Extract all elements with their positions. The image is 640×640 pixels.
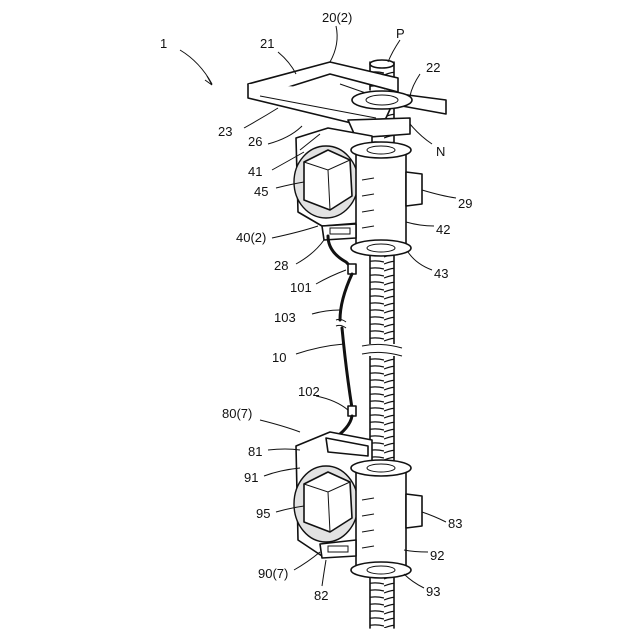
upper-clamp — [248, 62, 446, 138]
label-91: 91 — [244, 470, 258, 485]
label-92: 92 — [430, 548, 444, 563]
label-42: 42 — [436, 222, 450, 237]
label-103: 103 — [274, 310, 296, 325]
label-P: P — [396, 26, 405, 41]
label-81: 81 — [248, 444, 262, 459]
label-26: 26 — [248, 134, 262, 149]
lower-terminal — [320, 540, 356, 558]
label-20: 20(2) — [322, 10, 352, 25]
label-28: 28 — [274, 258, 288, 273]
lower-bolt — [294, 466, 358, 542]
label-43: 43 — [434, 266, 448, 281]
label-1: 1 — [160, 36, 167, 51]
label-N: N — [436, 144, 445, 159]
label-29: 29 — [458, 196, 472, 211]
label-80: 80(7) — [222, 406, 252, 421]
label-90: 90(7) — [258, 566, 288, 581]
label-83: 83 — [448, 516, 462, 531]
label-93: 93 — [426, 584, 440, 599]
label-40: 40(2) — [236, 230, 266, 245]
label-95: 95 — [256, 506, 270, 521]
ground-wire — [328, 236, 356, 440]
label-22: 22 — [426, 60, 440, 75]
label-45: 45 — [254, 184, 268, 199]
label-23: 23 — [218, 124, 232, 139]
label-101: 101 — [290, 280, 312, 295]
lower-collar — [351, 460, 422, 578]
label-41: 41 — [248, 164, 262, 179]
label-10: 10 — [272, 350, 286, 365]
label-102: 102 — [298, 384, 320, 399]
label-82: 82 — [314, 588, 328, 603]
upper-collar — [351, 142, 422, 256]
label-21: 21 — [260, 36, 274, 51]
